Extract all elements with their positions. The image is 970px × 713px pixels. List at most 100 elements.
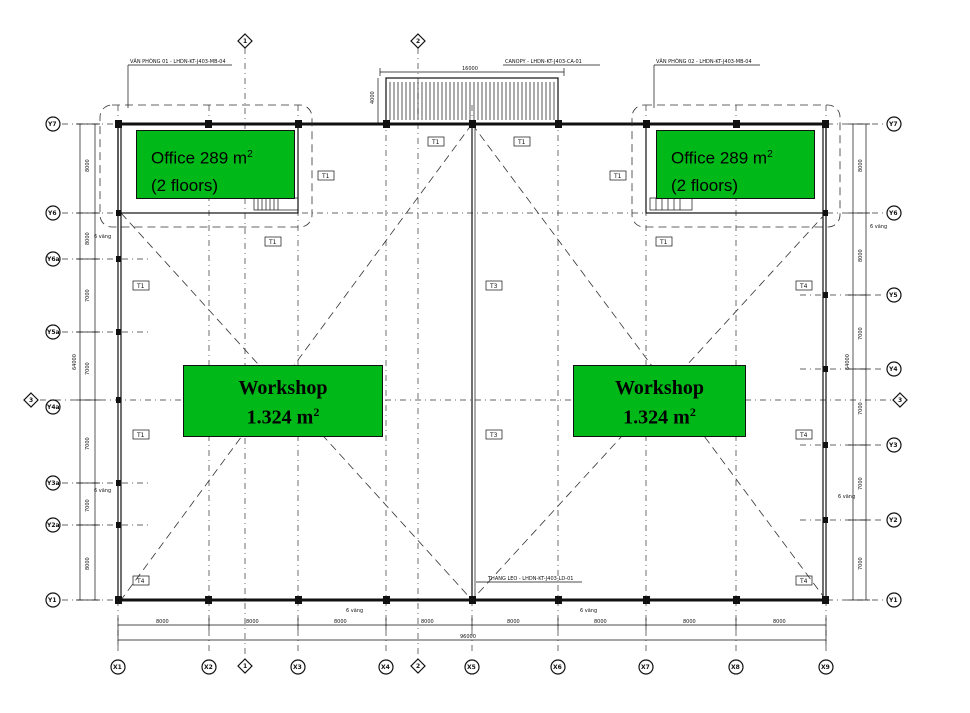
tag-t1: T1 — [321, 173, 330, 180]
right-row-dim: 8000 — [858, 159, 864, 172]
grid-col-label: X3 — [293, 664, 302, 671]
tag-t4: T4 — [799, 283, 808, 290]
workshop-right-area: 1.324 m — [623, 406, 690, 429]
bay-dim: 8000 — [773, 619, 786, 625]
office-right-label: Office 289 m2 (2 floors) — [656, 130, 815, 199]
tag-t4: T4 — [799, 432, 808, 439]
tag-t1: T1 — [268, 239, 277, 246]
door-note: 6 vãng — [346, 608, 363, 614]
left-row-dim: 8000 — [85, 159, 91, 172]
office-left-boundary — [99, 104, 313, 228]
tag-t1: T1 — [517, 139, 526, 146]
grid-row-label: Y7 — [888, 121, 898, 128]
right-row-dim: 8000 — [858, 249, 864, 262]
left-dimensions — [76, 123, 100, 601]
grid-col-label: X8 — [731, 664, 740, 671]
row-bubbles-right: Y7 Y6 Y5 Y4 Y3 Y2 Y1 — [886, 116, 902, 608]
left-row-dim: 7000 — [85, 437, 91, 450]
axis-markers: 1 2 1 2 3 3 — [23, 33, 908, 674]
office-left-label: Office 289 m2 (2 floors) — [136, 130, 295, 199]
grid-row-label: Y1 — [888, 597, 898, 604]
ladder-title: THANG LEO - LHDN-KT-J403-LD-01 — [487, 576, 573, 582]
office-right-area-sup: 2 — [767, 149, 773, 160]
office-left-floors: (2 floors) — [151, 175, 219, 195]
grid-row-label: Y6 — [47, 210, 57, 217]
bay-dim: 8000 — [156, 619, 169, 625]
grid-row-label: Y2 — [888, 517, 898, 524]
tag-t4: T4 — [136, 578, 145, 585]
workshop-left-title: Workshop — [238, 377, 328, 399]
office-left-area: Office 289 m — [151, 148, 248, 168]
stairs-right — [649, 197, 693, 211]
door-note: 6 vãng — [94, 488, 111, 494]
left-row-dim: 7000 — [85, 362, 91, 375]
tag-t1: T1 — [431, 139, 440, 146]
left-row-dim: 8000 — [85, 557, 91, 570]
bottom-dimensions — [117, 618, 827, 645]
door-note: 6 vãng — [580, 608, 597, 614]
bay-dim: 8000 — [683, 619, 696, 625]
grid-col-label: X2 — [204, 664, 213, 671]
tag-t3: T3 — [489, 432, 498, 439]
right-dimensions — [848, 123, 870, 601]
workshop-right-label: Workshop 1.324 m2 — [573, 365, 746, 437]
right-row-dim: 7000 — [858, 402, 864, 415]
row-bubbles-left: Y7 Y6 Y6a Y5a Y4a Y3a Y2a Y1 — [45, 116, 61, 608]
left-row-dim: 8000 — [85, 232, 91, 245]
canopy-depth-dim: 4000 — [370, 91, 376, 104]
grid-row-label: Y5 — [888, 292, 898, 299]
office-left-area-sup: 2 — [247, 149, 253, 160]
bay-dim: 8000 — [421, 619, 434, 625]
right-row-dim: 7000 — [858, 327, 864, 340]
axis-marker-label: 2 — [416, 38, 420, 45]
right-total-dim: 64000 — [845, 354, 851, 370]
tag-t3: T3 — [489, 283, 498, 290]
left-total-dim: 64000 — [72, 354, 78, 370]
grid-row-label: Y3 — [888, 442, 898, 449]
grid-row-label: Y4 — [888, 366, 898, 373]
canopy-width-dim: 16000 — [462, 66, 478, 72]
left-row-dim: 7000 — [85, 499, 91, 512]
grid-col-label: X1 — [113, 664, 122, 671]
section-tags: T1 T1 T1 T1 T1 T1 T1 T1 T3 T3 T4 T4 T4 T… — [132, 136, 813, 586]
grid-col-label: X4 — [381, 664, 390, 671]
office-left-wall — [117, 123, 299, 214]
tag-t1: T1 — [613, 173, 622, 180]
axis-marker-label: 3 — [898, 397, 902, 404]
workshop-right-area-sup: 2 — [689, 405, 696, 419]
grid-row-label: Y3a — [46, 480, 60, 487]
grid-row-label: Y6a — [46, 256, 60, 263]
workshop-left-area: 1.324 m — [246, 406, 314, 429]
right-row-dim: 7000 — [858, 477, 864, 490]
column-bubbles-bottom: X1 X2 X3 X4 X5 X6 X7 X8 X9 — [110, 659, 834, 675]
axis-marker-label: 3 — [29, 397, 33, 404]
office-right-title: VĂN PHÒNG 02 - LHDN-KT-J403-MB-04 — [656, 58, 752, 65]
bay-dim: 8000 — [507, 619, 520, 625]
tag-t4: T4 — [799, 578, 808, 585]
workshop-left-label: Workshop 1.324 m2 — [183, 365, 383, 437]
canopy-title: CANOPY - LHDN-KT-J403-CA-01 — [505, 59, 582, 65]
total-width-dim: 96000 — [460, 634, 476, 640]
office-right-boundary — [631, 104, 841, 228]
grid-row-label: Y6 — [888, 210, 898, 217]
door-note: 6 vãng — [94, 234, 111, 240]
grid-col-label: X9 — [821, 664, 830, 671]
tag-t1: T1 — [136, 283, 145, 290]
axis-marker-label: 1 — [243, 38, 247, 45]
bay-dim: 8000 — [334, 619, 347, 625]
office-right-wall — [645, 123, 827, 214]
grid-row-label: Y2a — [46, 522, 60, 529]
grid-row-label: Y1 — [47, 597, 57, 604]
office-right-area: Office 289 m — [671, 148, 768, 168]
axis-marker-label: 2 — [416, 663, 420, 670]
grid-col-label: X5 — [467, 664, 476, 671]
left-row-dim: 7000 — [85, 289, 91, 302]
canopy — [377, 68, 565, 125]
door-note: 6 vãng — [870, 224, 887, 230]
tag-t1: T1 — [136, 432, 145, 439]
grid-row-label: Y7 — [47, 121, 57, 128]
bay-dim: 8000 — [246, 619, 259, 625]
workshop-left-area-sup: 2 — [313, 405, 320, 419]
stairs-left — [253, 197, 299, 211]
